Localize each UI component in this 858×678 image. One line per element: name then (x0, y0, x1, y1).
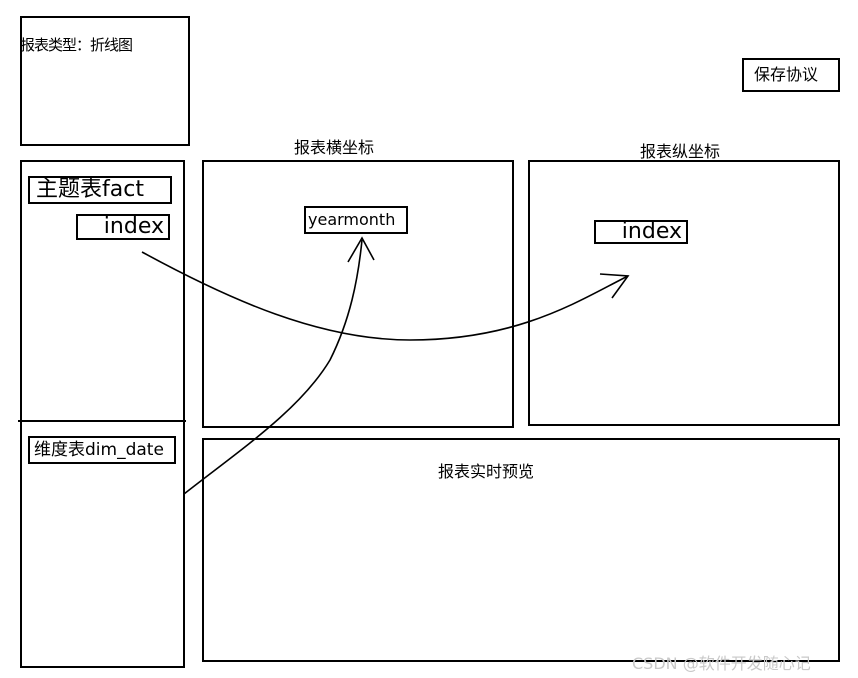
x-axis-drop-panel[interactable] (202, 160, 514, 428)
sidebar-divider (18, 420, 186, 422)
report-type-panel (20, 16, 190, 146)
fact-table-chip[interactable]: 主题表fact (28, 176, 172, 204)
y-axis-drop-panel[interactable] (528, 160, 840, 426)
x-axis-yearmonth-field[interactable]: yearmonth (304, 206, 408, 234)
fact-index-field[interactable]: index (76, 214, 170, 240)
save-protocol-button[interactable]: 保存协议 (742, 58, 840, 92)
dim-table-chip[interactable]: 维度表dim_date (28, 436, 176, 464)
y-axis-title: 报表纵坐标 (640, 142, 721, 161)
report-type-label: 报表类型：折线图 (20, 36, 133, 54)
x-axis-title: 报表横坐标 (294, 138, 375, 157)
csdn-watermark: CSDN @软件开发随心记 (632, 654, 811, 673)
report-preview-title: 报表实时预览 (438, 462, 535, 481)
y-axis-index-field[interactable]: index (594, 220, 688, 244)
report-preview-panel (202, 438, 840, 662)
